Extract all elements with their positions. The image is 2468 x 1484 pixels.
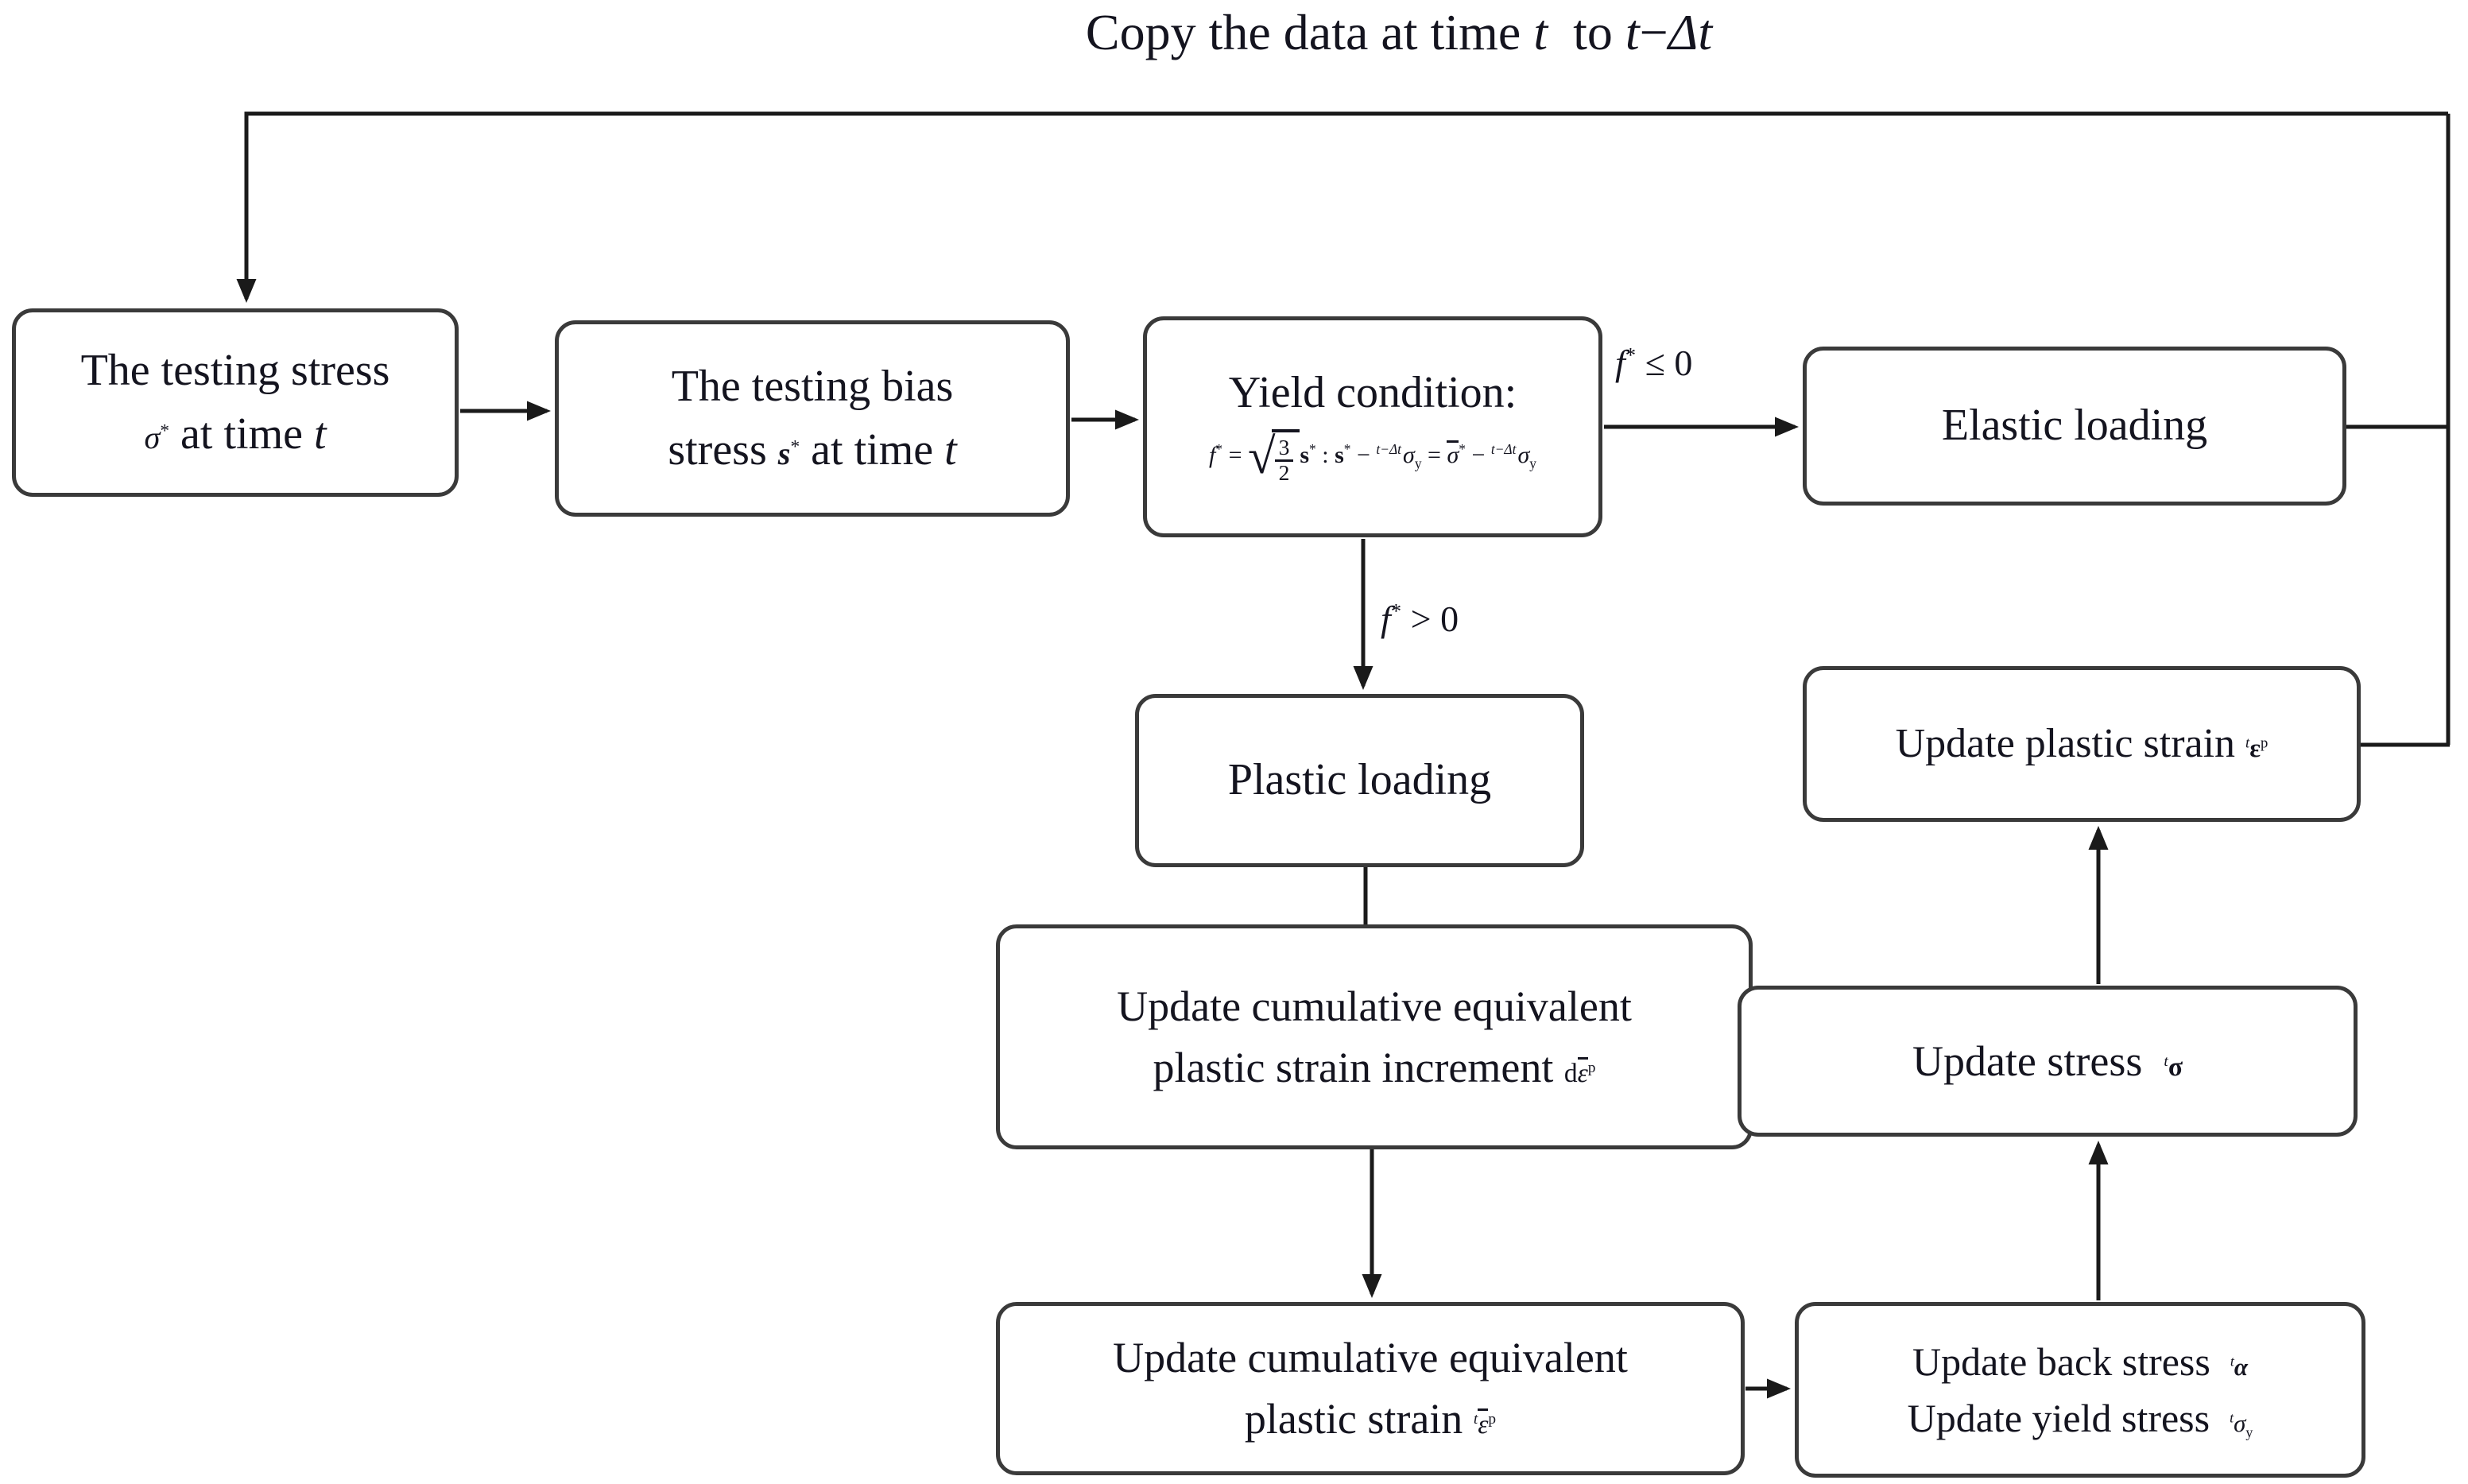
- node-update-plastic-strain-label: Update plastic strain tεp: [1895, 721, 2268, 767]
- node-update-cumulative-line2: plastic strain tεp: [1244, 1395, 1497, 1443]
- node-plastic-loading-label: Plastic loading: [1227, 755, 1492, 805]
- node-update-stress-label: Update stress tσ: [1912, 1036, 2183, 1085]
- node-update-increment-line1: Update cumulative equivalent: [1117, 982, 1632, 1030]
- node-testing-stress-line2: σ* at time t: [144, 409, 327, 459]
- node-testing-bias-line1: The testing bias: [671, 361, 954, 411]
- node-testing-stress: The testing stress σ* at time t: [12, 308, 459, 497]
- node-testing-bias-stress: The testing bias stress s* at time t: [555, 320, 1070, 517]
- node-update-yield-stress-line: Update yield stress tσy: [1907, 1395, 2253, 1440]
- node-testing-bias-line2: stress s* at time t: [668, 424, 957, 475]
- node-update-plastic-strain: Update plastic strain tεp: [1803, 666, 2361, 822]
- node-testing-stress-line1: The testing stress: [80, 345, 390, 395]
- arrow-feedback-to-testing-stress: [236, 111, 2448, 303]
- node-plastic-loading: Plastic loading: [1135, 694, 1584, 867]
- node-elastic-loading: Elastic loading: [1803, 347, 2346, 506]
- node-elastic-loading-label: Elastic loading: [1941, 401, 2208, 451]
- node-update-cumulative-strain: Update cumulative equivalent plastic str…: [996, 1302, 1745, 1475]
- condition-label-plastic: f* > 0: [1381, 599, 1459, 639]
- node-update-increment-line2: plastic strain increment dεp: [1153, 1043, 1596, 1091]
- node-update-stress: Update stress tσ: [1738, 986, 2358, 1137]
- node-yield-condition-heading: Yield condition:: [1228, 368, 1517, 418]
- node-update-back-stress-line: Update back stress tα: [1912, 1339, 2249, 1384]
- loop-caption: Copy the data at time t to t−Δt: [1085, 4, 1713, 60]
- node-update-back-yield-stress: Update back stress tα Update yield stres…: [1795, 1302, 2365, 1478]
- node-update-cumulative-line1: Update cumulative equivalent: [1113, 1334, 1628, 1382]
- node-update-increment: Update cumulative equivalent plastic str…: [996, 924, 1753, 1149]
- condition-label-elastic: f* ≤ 0: [1615, 343, 1693, 383]
